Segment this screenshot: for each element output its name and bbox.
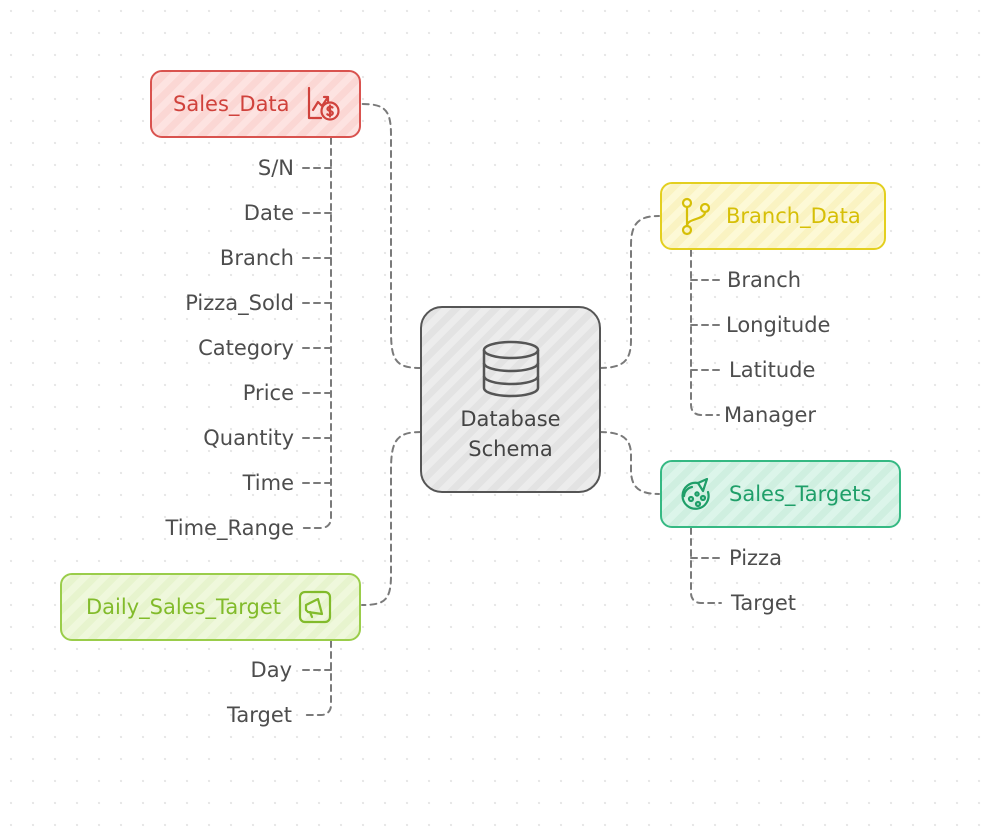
database-icon [480, 340, 542, 398]
field-sales-targets-pizza: Pizza [729, 546, 782, 570]
connector-sales-targets [599, 431, 660, 495]
field-sales-data-category: Category [198, 336, 294, 360]
megaphone-icon [297, 589, 333, 625]
field-sales-data-pizza-sold: Pizza_Sold [185, 291, 294, 315]
field-sales-data-sn: S/N [257, 156, 294, 180]
field-sales-data-time-range: Time_Range [165, 516, 294, 540]
sales-data-title: Sales_Data [173, 92, 290, 116]
field-sales-targets-target: Target [731, 591, 796, 615]
field-daily-sales-target-target: Target [227, 703, 292, 727]
field-branch-data-longitude: Longitude [726, 313, 831, 337]
branch-data-title: Branch_Data [726, 204, 861, 228]
field-sales-data-time: Time [242, 471, 294, 495]
center-label: Database Schema [460, 404, 560, 464]
sales-targets-node[interactable]: Sales_Targets [660, 460, 901, 528]
field-sales-data-quantity: Quantity [203, 426, 294, 450]
field-branch-data-latitude: Latitude [729, 358, 816, 382]
field-branch-data-branch: Branch [727, 268, 802, 292]
database-schema-node[interactable]: Database Schema [420, 306, 601, 493]
field-daily-sales-target-day: Day [250, 658, 292, 682]
field-branch-data-manager: Manager [724, 403, 817, 427]
center-label-line2: Schema [468, 437, 553, 461]
sales-targets-title: Sales_Targets [729, 482, 872, 506]
sales-chart-dollar-icon [304, 85, 342, 123]
daily-sales-target-title: Daily_Sales_Target [86, 595, 281, 619]
sales-data-node[interactable]: Sales_Data [150, 70, 361, 138]
field-sales-data-price: Price [242, 381, 294, 405]
git-branch-icon [679, 196, 713, 236]
field-sales-data-date: Date [243, 201, 294, 225]
field-sales-data-branch: Branch [219, 246, 294, 270]
connector-branch-data [599, 215, 660, 369]
branch-data-node[interactable]: Branch_Data [660, 182, 886, 250]
connector-sales-data [361, 103, 422, 369]
daily-sales-target-node[interactable]: Daily_Sales_Target [60, 573, 361, 641]
center-label-line1: Database [460, 407, 561, 431]
connector-daily-sales-target [361, 431, 422, 606]
pizza-icon [678, 475, 716, 513]
